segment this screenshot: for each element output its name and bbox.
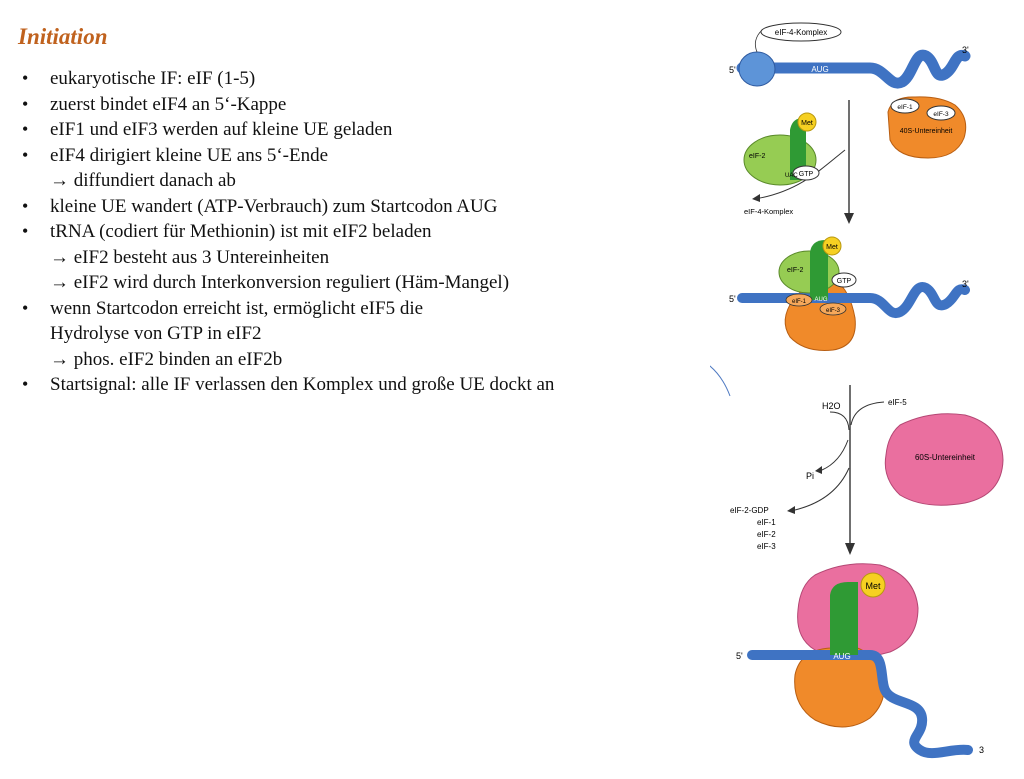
eif1-label-1: eIF-1: [897, 104, 913, 111]
released-eif1: eIF-1: [757, 518, 776, 527]
release-arrow-factors-head: [787, 506, 795, 514]
gtp-label-1: GTP: [799, 171, 814, 178]
eif4-complex-label: eIF-4-Komplex: [775, 28, 827, 37]
bullet-item: zuerst bindet eIF4 an 5‘-Kappe: [0, 92, 680, 118]
pi-arrow: [821, 439, 849, 471]
bullet-text: eIF4 dirigiert kleine UE ans 5‘-Ende: [50, 144, 329, 166]
large-subunit-label: 60S-Untereinheit: [915, 453, 976, 462]
bullet-text: eukaryotische IF: eIF (1-5): [50, 68, 256, 89]
bullet-item: eukaryotische IF: eIF (1-5): [0, 66, 680, 92]
pi-arrow-head: [815, 466, 822, 474]
gtp-shape-stage3: [831, 272, 857, 288]
bullet-item: Startsignal: alle IF verlassen den Kompl…: [0, 372, 680, 398]
five-prime-label-2: 5': [729, 294, 736, 304]
eif4-complex-released-label: eIF-4-Komplex: [744, 207, 793, 216]
eif2-label-2: eIF-2: [787, 267, 803, 274]
mrna-strand-stage3: [737, 282, 970, 319]
stray-curve: [710, 365, 731, 397]
eif2-label-1: eIF-2: [749, 153, 765, 160]
bullet-text: tRNA (codiert für Methionin) ist mit eIF…: [50, 221, 432, 242]
five-prime-label-3: 5': [736, 651, 743, 661]
bullet-text: eIF1 und eIF3 werden auf kleine UE gelad…: [50, 119, 393, 140]
small-subunit-label: 40S-Untereinheit: [900, 128, 953, 135]
page-title: Initiation: [18, 24, 108, 49]
translation-initiation-diagram: eIF-4-Komplex 5' 3' AUG eIF-4-Komplex Me…: [710, 22, 1004, 759]
bullet-item: eIF4 dirigiert kleine UE ans 5‘-Ende → di…: [0, 143, 680, 194]
mrna-strand: [736, 49, 971, 89]
three-prime-label-3: 3: [979, 745, 984, 755]
met-label-2: Met: [826, 244, 838, 251]
aug-label-2: AUG: [814, 297, 827, 303]
uac-label: UAC: [785, 173, 798, 179]
stage-1: eIF-4-Komplex 5' 3' AUG: [729, 22, 971, 89]
trna-final: [830, 582, 858, 655]
met-circle-final: [860, 572, 886, 598]
eif4-callout: [760, 22, 842, 42]
five-prime-label-1: 5': [729, 65, 736, 75]
aug-label-1: AUG: [811, 65, 828, 74]
small-subunit-complex: eIF-1 eIF-3 40S-Untereinheit: [887, 96, 967, 159]
met-circle: [797, 112, 817, 132]
gtp-shape: [792, 165, 820, 181]
bullet-text: kleine UE wandert (ATP-Verbrauch) zum St…: [50, 195, 498, 217]
three-prime-label-1: 3': [962, 45, 969, 55]
bullet-item: kleine UE wandert (ATP-Verbrauch) zum St…: [0, 194, 680, 220]
bullet-subline: → phos. eIF2 binden an eIF2b: [50, 348, 283, 370]
aug-label-3: AUG: [833, 652, 850, 661]
met-label-1: Met: [801, 120, 813, 127]
stage-final: Met AUG 5' 3: [736, 563, 984, 759]
callout-line: [754, 29, 763, 53]
released-eif3: eIF-3: [757, 542, 776, 551]
bullet-subline: Hydrolyse von GTP in eIF2: [50, 323, 262, 344]
bullet-text: wenn Startcodon erreicht ist, ermöglicht…: [50, 297, 424, 319]
bullet-subline: → eIF2 wird durch Interkonversion reguli…: [50, 272, 510, 293]
bullet-item: wenn Startcodon erreicht ist, ermöglicht…: [0, 296, 680, 373]
eif5-arrow: [850, 401, 885, 426]
trna-shape: [790, 118, 806, 180]
bullet-text: Startsignal: alle IF verlassen den Kompl…: [50, 374, 555, 395]
eif1-shape: [890, 98, 920, 114]
pi-label: Pi: [806, 471, 814, 481]
eif3-stage3: [819, 302, 847, 316]
eif1-stage3: [785, 293, 813, 307]
mrna-strand-final: [747, 650, 973, 759]
bullet-item: tRNA (codiert für Methionin) ist mit eIF…: [0, 219, 680, 296]
met-label-3: Met: [865, 581, 881, 591]
eif3-label-2: eIF-3: [826, 308, 841, 314]
large-subunit-shape: [884, 413, 1004, 506]
release-arrow-factors: [794, 467, 850, 511]
main-arrow-1-head: [844, 213, 854, 224]
eif3-label-1: eIF-3: [933, 111, 949, 118]
release-arrow-eif4-head: [752, 194, 760, 202]
met-circle-stage3: [822, 236, 842, 256]
three-prime-label-2: 3': [962, 279, 969, 289]
main-arrow-2-head: [845, 543, 855, 555]
bullet-subline: → diffundiert danach ab: [50, 170, 236, 191]
eif5-label: eIF-5: [888, 398, 907, 407]
eif3-shape: [926, 105, 956, 121]
h2o-label: H2O: [822, 401, 841, 411]
large-subunit-free: 60S-Untereinheit: [884, 413, 1004, 506]
h2o-arrow: [829, 411, 850, 431]
gtp-label-2: GTP: [837, 278, 852, 285]
bullet-subline: → eIF2 besteht aus 3 Untereinheiten: [50, 246, 330, 268]
eif1-label-2: eIF-1: [792, 299, 807, 305]
bullet-text: zuerst bindet eIF4 an 5‘-Kappe: [50, 93, 287, 115]
trna-stage3: [810, 240, 828, 300]
bullet-item: eIF1 und eIF3 werden auf kleine UE gelad…: [0, 117, 680, 143]
bullet-list: eukaryotische IF: eIF (1-5) zuerst bindet…: [0, 66, 680, 398]
released-eif2: eIF-2: [757, 530, 776, 539]
stage-3: Met eIF-2 GTP eIF-1 eIF-3 AUG 5' 3': [729, 236, 970, 351]
released-eif2gdp: eIF-2-GDP: [730, 506, 769, 515]
eif4-complex-shape: [738, 51, 776, 87]
ternary-complex: Met eIF-2 GTP UAC: [743, 112, 820, 186]
